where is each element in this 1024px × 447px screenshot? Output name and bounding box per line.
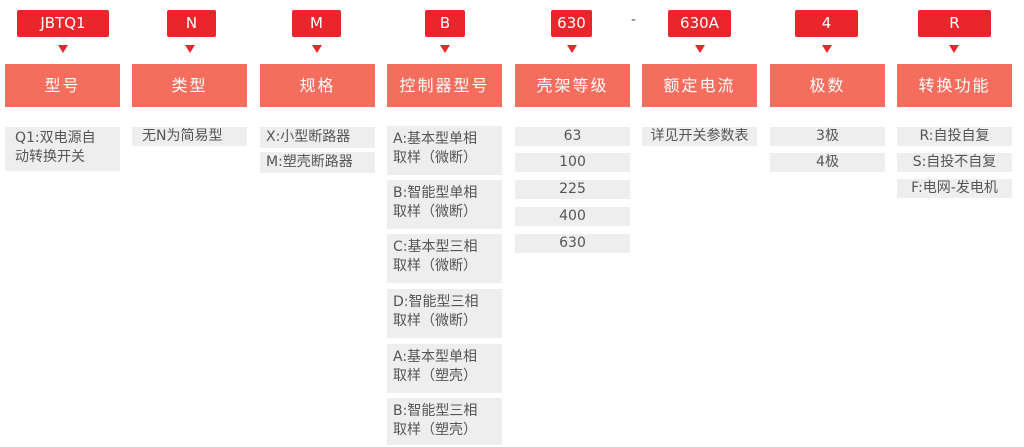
spec-item: X:小型断路器 [260,127,375,148]
controller-item: A:基本型单相 取样（微断） [387,126,502,175]
down-arrow-icon [440,45,450,53]
code-badge-poles: 4 [795,10,858,37]
header-spec: 规格 [260,64,375,107]
frame-level-item: 225 [515,180,630,199]
down-arrow-icon [695,45,705,53]
poles-item: 3极 [770,127,885,146]
spec-item: M:塑壳断路器 [260,152,375,173]
controller-item-line: 取样（微断） [393,313,477,329]
model-description: Q1:双电源自 动转换开关 [5,127,120,171]
header-model: 型号 [5,64,120,107]
code-badge-spec: M [292,10,341,37]
header-type: 类型 [132,64,247,107]
code-badge-frame: 630 [551,10,592,37]
code-badge-function: R [918,10,991,37]
code-badge-type: N [167,10,216,37]
down-arrow-icon [312,45,322,53]
down-arrow-icon [822,45,832,53]
code-badge-controller: B [425,10,465,37]
model-description-line: 动转换开关 [15,149,85,165]
controller-item-line: B:智能型单相 [393,185,478,201]
controller-item-line: 取样（微断） [393,258,477,274]
controller-item-line: B:智能型三相 [393,403,478,419]
controller-item-line: 取样（微断） [393,150,477,166]
down-arrow-icon [567,45,577,53]
poles-item: 4极 [770,153,885,172]
controller-item-line: 取样（微断） [393,204,477,220]
code-badge-model: JBTQ1 [17,10,109,37]
down-arrow-icon [949,45,959,53]
controller-item-line: 取样（塑壳） [393,368,477,384]
controller-item-line: D:智能型三相 [393,294,479,310]
controller-item: C:基本型三相 取样（微断） [387,234,502,283]
controller-item-line: C:基本型三相 [393,239,478,255]
frame-level-item: 400 [515,207,630,226]
header-controller: 控制器型号 [387,64,502,107]
down-arrow-icon [185,45,195,53]
header-frame: 壳架等级 [515,64,630,107]
function-item: F:电网-发电机 [897,179,1012,198]
header-current: 额定电流 [642,64,757,107]
frame-level-item: 100 [515,153,630,172]
controller-item: B:智能型三相 取样（塑壳） [387,398,502,445]
header-function: 转换功能 [897,64,1012,107]
controller-item-line: 取样（塑壳） [393,422,477,438]
function-item: S:自投不自复 [897,153,1012,172]
controller-item-line: A:基本型单相 [393,131,478,147]
current-description: 详见开关参数表 [642,127,757,146]
model-description-line: Q1:双电源自 [15,130,96,146]
type-description: 无N为简易型 [132,127,247,146]
controller-item: D:智能型三相 取样（微断） [387,289,502,338]
down-arrow-icon [58,45,68,53]
frame-level-item: 63 [515,127,630,146]
controller-item: A:基本型单相 取样（塑壳） [387,344,502,393]
header-poles: 极数 [770,64,885,107]
controller-item: B:智能型单相 取样（微断） [387,180,502,229]
function-item: R:自投自复 [897,127,1012,146]
frame-level-item: 630 [515,234,630,253]
controller-item-line: A:基本型单相 [393,349,478,365]
code-separator-dash: - [631,12,637,28]
code-badge-current: 630A [668,10,731,37]
